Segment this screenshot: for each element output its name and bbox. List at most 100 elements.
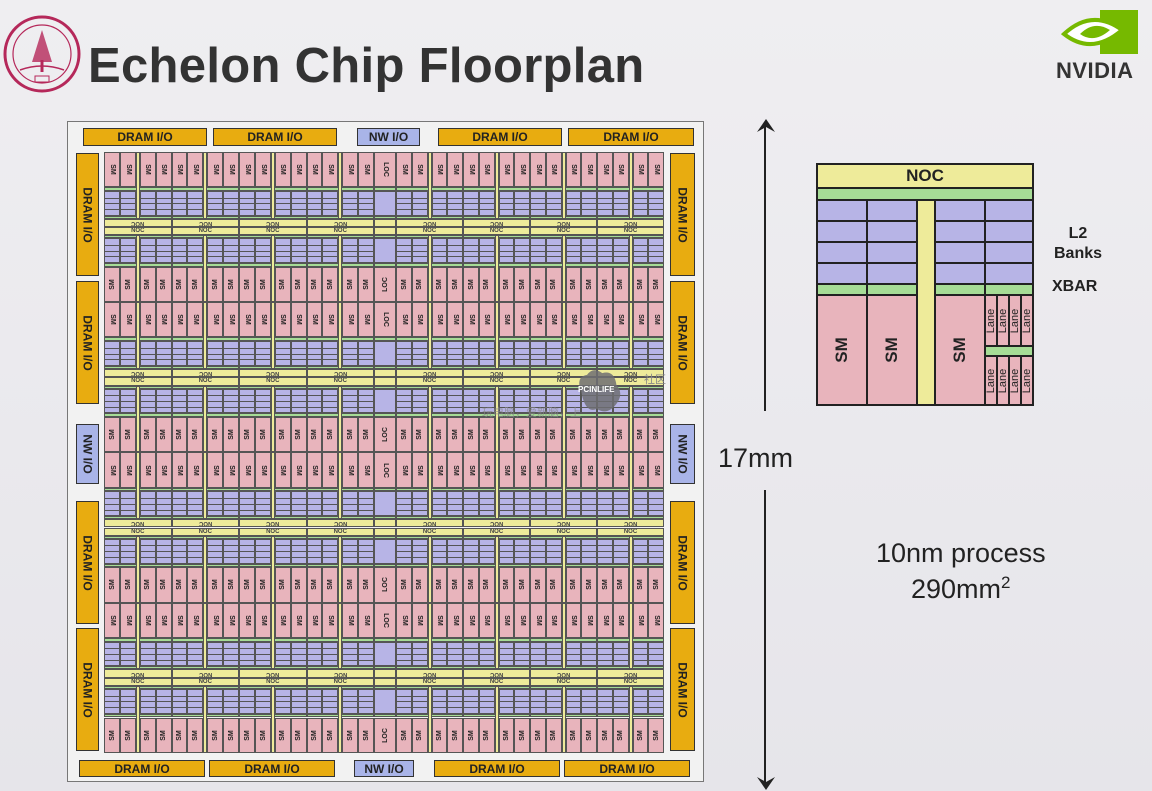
sm-block: SM: [104, 152, 120, 188]
l2-bank-divider: [240, 545, 254, 547]
l2-bank-divider: [275, 509, 290, 511]
l2-bank-divider: [598, 648, 612, 650]
loc-block: LOC: [374, 567, 396, 603]
l2-bank-divider: [255, 701, 270, 703]
l2-bank: [239, 238, 255, 264]
sm-block-label: SM: [211, 729, 219, 741]
l2-bank: [632, 238, 649, 264]
l2-bank-divider: [649, 707, 663, 709]
l2-bank: [207, 641, 224, 667]
sm-block: SM: [358, 717, 374, 753]
l2-bank-divider: [412, 707, 427, 709]
l2-bank-divider: [531, 256, 545, 258]
l2-bank-divider: [323, 695, 338, 697]
noc-segment-label: NOC: [422, 670, 437, 677]
sm-block-label: SM: [124, 164, 132, 175]
l2-bank-divider: [412, 395, 427, 397]
sm-block: SM: [581, 152, 597, 188]
l2-bank: [597, 238, 613, 264]
l2-bank: [431, 191, 448, 216]
noc-segment-label: NOC: [556, 219, 571, 226]
l2-bank-divider: [479, 551, 494, 553]
l2-bank: [155, 388, 172, 414]
sm-block-label: SM: [585, 429, 593, 440]
sm-block: SM: [155, 417, 172, 453]
sm-block-label: SM: [144, 429, 152, 440]
vertical-bus: [338, 235, 343, 303]
l2-bank: [342, 388, 359, 414]
l2-bank-divider: [343, 503, 358, 505]
noc-segment: NOC: [171, 677, 239, 686]
vertical-bus: [135, 152, 140, 219]
l2-bank-divider: [397, 256, 411, 258]
sm-block-label: SM: [569, 579, 577, 591]
sm-block: SM: [597, 417, 613, 453]
l2-bank: [514, 388, 530, 414]
l2-bank-divider: [546, 347, 561, 349]
tile-sm-1: SM: [817, 295, 867, 405]
slide-title: Echelon Chip Floorplan: [88, 39, 645, 93]
l2-bank-divider: [120, 400, 135, 402]
l2-bank: [139, 238, 156, 264]
l2-bank-divider: [240, 654, 254, 656]
loc-block: LOC: [374, 417, 396, 453]
sm-block-label: SM: [569, 464, 577, 476]
l2-bank-divider: [156, 197, 171, 199]
noc-segment: NOC: [530, 527, 597, 536]
l2-bank-divider: [120, 353, 135, 355]
sm-block: SM: [396, 266, 412, 303]
l2-bank-divider: [120, 659, 135, 661]
sm-block-label: SM: [400, 429, 408, 440]
bottom-io-block: DRAM I/O: [209, 760, 335, 777]
sm-block-label: SM: [310, 314, 318, 326]
l2-bank-divider: [224, 250, 238, 252]
l2-bank-divider: [172, 556, 187, 558]
noc-segment-label: NOC: [623, 378, 638, 385]
l2-bank-divider: [105, 353, 119, 355]
noc-segment-label: NOC: [266, 670, 280, 677]
noc-segment: NOC: [104, 227, 172, 236]
sm-block-label: SM: [585, 729, 593, 741]
l2-bank: [478, 688, 495, 714]
l2-bank-divider: [240, 209, 254, 211]
l2-bank-divider: [275, 245, 290, 247]
l2-bank-divider: [397, 545, 411, 547]
sm-block-label: SM: [652, 729, 660, 741]
l2-bank: [254, 388, 271, 414]
l2-bank-divider: [323, 197, 338, 199]
l2-bank-divider: [613, 701, 628, 703]
sm-block-label: SM: [310, 279, 318, 290]
l2-bank-divider: [515, 245, 529, 247]
l2-bank-divider: [255, 203, 270, 205]
l2-bank: [530, 538, 546, 564]
l2-bank-divider: [307, 551, 322, 553]
loc-block-label: LOC: [381, 162, 389, 178]
sm-block: SM: [306, 417, 323, 453]
l2-bank-divider: [515, 509, 529, 511]
sm-block-label: SM: [310, 164, 318, 175]
vertical-bus: [561, 452, 566, 520]
l2-bank-divider: [515, 701, 529, 703]
sm-block: SM: [119, 602, 136, 638]
l2-bank-divider: [499, 545, 514, 547]
noc-segment-label: NOC: [556, 670, 571, 677]
sm-block: SM: [223, 602, 239, 638]
sm-block-label: SM: [144, 279, 152, 290]
top-io-block-label: DRAM I/O: [472, 130, 528, 144]
l2-bank-divider: [649, 654, 663, 656]
l2-bank-divider: [633, 400, 648, 402]
l2-bank-divider: [649, 551, 663, 553]
l2-bank: [612, 191, 629, 216]
sm-block-label: SM: [124, 729, 132, 741]
l2-bank-divider: [188, 353, 203, 355]
l2-bank-divider: [240, 347, 254, 349]
l2-bank-divider: [479, 203, 494, 205]
sm-block-label: SM: [483, 279, 491, 290]
l2-bank: [119, 491, 136, 517]
l2-bank-divider: [140, 556, 155, 558]
l2-bank-divider: [464, 209, 478, 211]
sm-block-label: SM: [191, 314, 199, 326]
l2-bank: [322, 491, 339, 517]
sm-block: SM: [290, 717, 307, 753]
noc-segment-label: NOC: [131, 520, 145, 527]
